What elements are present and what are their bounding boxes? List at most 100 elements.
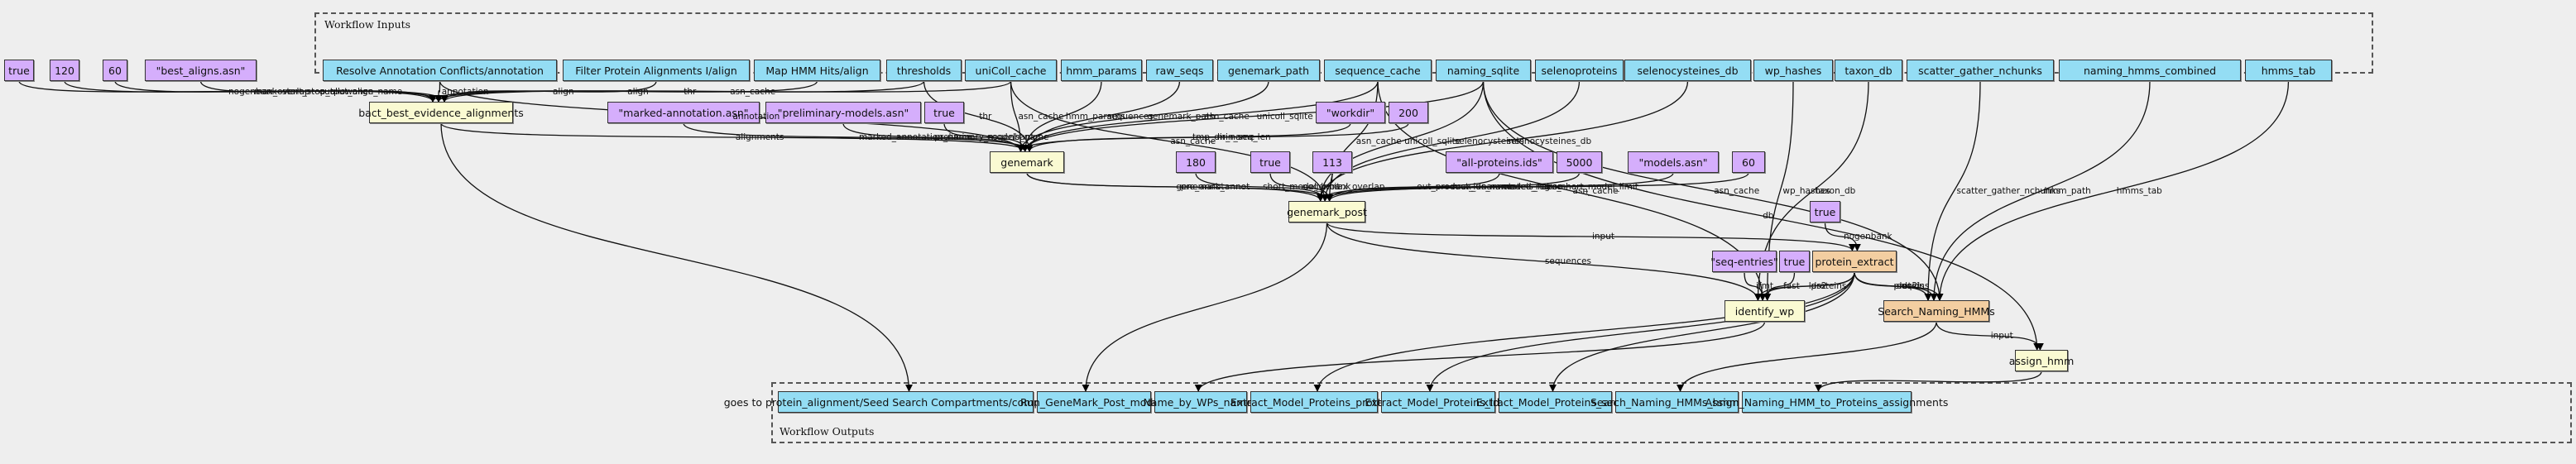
input-node-in-wphashes[interactable]: wp_hashes — [1753, 60, 1833, 81]
const-node-c-true4[interactable]: true — [1810, 201, 1840, 222]
const-node-c-180[interactable]: 180 — [1176, 151, 1216, 173]
const-node-c-60b[interactable]: 60 — [1732, 151, 1765, 173]
input-node-in-taxondb[interactable]: taxon_db — [1835, 60, 1902, 81]
input-node-in-resolve[interactable]: Resolve Annotation Conflicts/annotation — [323, 60, 557, 81]
subwf-node-s-searchhmm[interactable]: Search_Naming_HMMs — [1878, 300, 1995, 322]
input-node-in-filter[interactable]: Filter Protein Alignments I/align — [563, 60, 750, 81]
workflow-inputs-label: Workflow Inputs — [324, 18, 411, 31]
const-node-c-60a[interactable]: 60 — [103, 60, 127, 81]
input-node-in-scatter[interactable]: scatter_gather_nchunks — [1907, 60, 2054, 81]
edge-label: proteins — [1811, 281, 1847, 291]
edge-label: align — [553, 86, 574, 97]
edge-label: sequences — [1544, 256, 1592, 266]
edge-in_namingsqlite-to-s_assignhmm — [1482, 80, 2041, 351]
subwf-node-s-protextract[interactable]: protein_extract — [1812, 251, 1897, 272]
edge-c_180-to-s_genemarkpost — [1195, 172, 1329, 202]
step-node-s-genemarkpost[interactable]: genemark_post — [1287, 201, 1367, 222]
const-node-c-5000[interactable]: 5000 — [1557, 151, 1602, 173]
edge-label: asn_cache — [730, 86, 776, 97]
output-node-out-rungm[interactable]: Run_GeneMark_Post_models — [1020, 391, 1168, 413]
input-node-in-maphmm[interactable]: Map HMM Hits/align — [754, 60, 880, 81]
const-node-c-true2[interactable]: true — [924, 102, 964, 123]
const-node-c-marked[interactable]: "marked-annotation.asn" — [607, 102, 760, 123]
input-node-in-genemarkpath[interactable]: genemark_path — [1217, 60, 1320, 81]
edge-label: tmp_dir_name — [1192, 132, 1255, 142]
workflow-outputs-cluster: Workflow Outputs — [771, 382, 2572, 443]
output-node-out-snh-hits[interactable]: Search_Naming_HMMs_hmm_hits — [1590, 391, 1763, 413]
const-node-c-true3[interactable]: true — [1250, 151, 1290, 173]
input-node-in-hmmparams[interactable]: hmm_params — [1061, 60, 1142, 81]
edge-in_hmmstab-to-s_searchhmm — [1936, 80, 2290, 301]
input-node-in-thresholds[interactable]: thresholds — [886, 60, 962, 81]
edge-label: input — [1990, 331, 2013, 341]
edge-s_genemarkpost-to-s_identifywp — [1326, 222, 1762, 301]
edge-s_protextract-to-out_emp_seqids — [1548, 271, 1855, 392]
edge-in_unicoll-to-s_genemarkpost — [1010, 80, 1329, 202]
const-node-c-workdir[interactable]: "workdir" — [1316, 102, 1385, 123]
edge-label: ifmt — [1756, 281, 1773, 291]
edge-label: lds2 — [1808, 281, 1827, 291]
const-node-c-models[interactable]: "models.asn" — [1628, 151, 1719, 173]
edge-label: proteins — [1893, 281, 1930, 291]
edge-label: asn_cache — [1355, 136, 1402, 146]
step-node-s-assignhmm[interactable]: assign_hmm — [2009, 350, 2074, 371]
edge-label: annotation — [732, 111, 780, 122]
edge-s_protextract-to-out_emp_prot — [1313, 271, 1855, 392]
edge-c_allprot-to-s_genemarkpost — [1326, 172, 1500, 202]
input-node-in-seqcache[interactable]: sequence_cache — [1324, 60, 1432, 81]
edge-in_unicoll-to-s_genemark — [1010, 80, 1025, 152]
edge-label: out_product_ids_name — [1417, 182, 1515, 192]
edge-c_200-to-s_genemark — [1017, 122, 1409, 152]
const-node-c-prelim[interactable]: "preliminary-models.asn" — [765, 102, 921, 123]
edge-label: fast — [1783, 281, 1800, 291]
edge-label: preliminary_models_name — [934, 132, 1049, 142]
const-node-c-seqentries[interactable]: "seq-entries" — [1710, 251, 1778, 272]
edge-label: align — [627, 86, 649, 97]
const-node-c-113[interactable]: 113 — [1312, 151, 1352, 173]
edge-in_genemarkpath-to-s_genemark — [1016, 80, 1269, 152]
edge-label: scatter_gather_nchunks — [1956, 185, 2061, 196]
step-node-s-genemark[interactable]: genemark — [990, 151, 1064, 173]
input-node-in-namingsqlite[interactable]: naming_sqlite — [1436, 60, 1531, 81]
const-node-c-true5[interactable]: true — [1779, 251, 1810, 272]
edge-in_namingsqlite-to-s_genemark — [1021, 80, 1485, 152]
edge-c_true5-to-s_identifywp — [1763, 271, 1796, 301]
output-node-out-assign[interactable]: Assign_Naming_HMM_to_Proteins_assignment… — [1705, 391, 1948, 413]
const-node-c-bestaligns[interactable]: "best_aligns.asn" — [145, 60, 257, 81]
edge-c_bestaligns-to-s_bact — [199, 80, 437, 103]
edge-label: marked_annotation_name — [859, 132, 972, 142]
output-node-out-emp-lds2[interactable]: Extract_Model_Proteins_lds2 — [1365, 391, 1512, 413]
edge-label: taxon_db — [1816, 185, 1856, 196]
edge-label: sequences — [1106, 111, 1154, 122]
const-node-c-allprot[interactable]: "all-proteins.ids" — [1446, 151, 1553, 173]
output-node-out-compart[interactable]: goes to protein_alignment/Seed Search Co… — [724, 391, 1087, 413]
edge-in_selenodb-to-s_genemarkpost — [1317, 80, 1689, 202]
const-node-c-200[interactable]: 200 — [1389, 102, 1428, 123]
output-node-out-namewp[interactable]: Name_by_WPs_names — [1143, 391, 1259, 413]
edge-in_thresholds-to-s_genemark — [923, 80, 1034, 152]
edge-in_hmmparams-to-s_genemark — [1021, 80, 1102, 152]
step-node-s-identifywp[interactable]: identify_wp — [1725, 300, 1805, 322]
input-node-in-selenodb[interactable]: selenocysteines_db — [1624, 60, 1751, 81]
edge-label: min_seq_len — [1216, 132, 1271, 142]
edge-in_unicoll-to-s_bact — [440, 80, 1012, 103]
output-node-out-emp-prot[interactable]: Extract_Model_Proteins_proteins — [1230, 391, 1398, 413]
edge-in_namingsqlite-to-s_genemarkpost — [1317, 80, 1485, 202]
edge-label: max_overlap — [254, 86, 310, 97]
edge-label: hmm_params — [1065, 111, 1125, 122]
edge-s_assignhmm-to-out_assign — [1815, 371, 2042, 392]
output-node-out-emp-seqids[interactable]: Extract_Model_Proteins_seqids — [1476, 391, 1634, 413]
step-node-s-bact[interactable]: bact_best_evidence_alignments — [358, 102, 524, 123]
const-node-c-120[interactable]: 120 — [50, 60, 79, 81]
const-node-c-true1[interactable]: true — [4, 60, 34, 81]
input-node-in-hmmstab[interactable]: hmms_tab — [2245, 60, 2332, 81]
edge-s_genemark-to-s_genemarkpost — [1026, 172, 1325, 202]
edge-label: abs_short_model_limit — [1541, 182, 1638, 192]
input-node-in-rawseqs[interactable]: raw_seqs — [1146, 60, 1213, 81]
input-node-in-naminghmms[interactable]: naming_hmms_combined — [2059, 60, 2241, 81]
edge-in_resolve-to-s_bact — [434, 80, 443, 103]
edge-in_namingsqlite-to-s_searchhmm — [1482, 80, 1944, 301]
input-node-in-unicoll[interactable]: uniColl_cache — [965, 60, 1057, 81]
edge-label: output_align_name — [319, 86, 403, 97]
input-node-in-selenoproteins[interactable]: selenoproteins — [1535, 60, 1624, 81]
